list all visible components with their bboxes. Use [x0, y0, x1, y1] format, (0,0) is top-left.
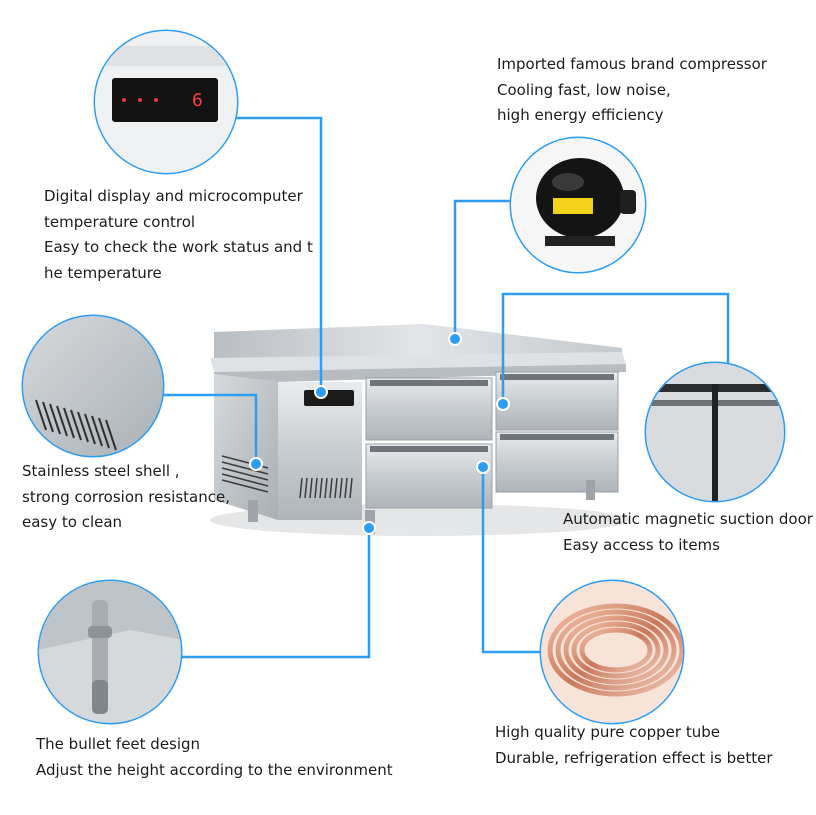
leader-lines — [163, 116, 730, 659]
caption-line: High quality pure copper tube — [495, 723, 720, 741]
worktop-edge — [214, 364, 626, 382]
door-caption: Automatic magnetic suction door Easy acc… — [563, 507, 813, 558]
caption-line: Cooling fast, low noise, — [497, 80, 671, 99]
refrigerator-cabinet — [210, 324, 630, 536]
drawers — [365, 371, 619, 509]
caption-line: The bullet feet design — [36, 735, 201, 753]
shell-closeup — [21, 314, 165, 458]
caption-line: easy to clean — [22, 513, 123, 531]
feet-caption: The bullet feet design Adjust the height… — [36, 732, 393, 783]
worktop — [210, 352, 626, 372]
caption-line: strong corrosion resistance, — [22, 487, 230, 506]
display-closeup: 6 — [93, 29, 239, 175]
caption-line: high energy efficiency — [497, 106, 664, 124]
front-vent — [299, 477, 353, 499]
caption-line: Durable, refrigeration effect is better — [495, 748, 773, 767]
compressor-caption: Imported famous brand compressor Cooling… — [497, 52, 767, 129]
side-vent — [221, 455, 269, 493]
caption-line: Stainless steel shell , — [22, 462, 180, 480]
feet-closeup — [37, 579, 183, 725]
caption-line: Automatic magnetic suction door — [563, 510, 813, 528]
shell-caption: Stainless steel shell , strong corrosion… — [22, 459, 230, 536]
caption-line: Digital display and microcomputer — [44, 187, 303, 205]
copper-caption: High quality pure copper tube Durable, r… — [495, 720, 773, 771]
caption-line: he temperature — [44, 263, 162, 282]
display-caption: Digital display and microcomputer temper… — [44, 184, 313, 286]
front-display-panel — [304, 390, 354, 406]
display-digit: 6 — [192, 90, 203, 111]
door-closeup — [644, 361, 786, 503]
leader-dots — [249, 332, 510, 535]
caption-line: Imported famous brand compressor — [497, 55, 767, 73]
backsplash — [214, 324, 622, 362]
caption-line: temperature control — [44, 212, 196, 231]
side-panel — [214, 374, 278, 520]
compressor-closeup — [509, 136, 647, 274]
caption-line: Adjust the height according to the envir… — [36, 760, 393, 779]
caption-line: Easy access to items — [563, 535, 720, 554]
copper-closeup — [539, 579, 685, 725]
caption-line: Easy to check the work status and t — [44, 238, 313, 256]
